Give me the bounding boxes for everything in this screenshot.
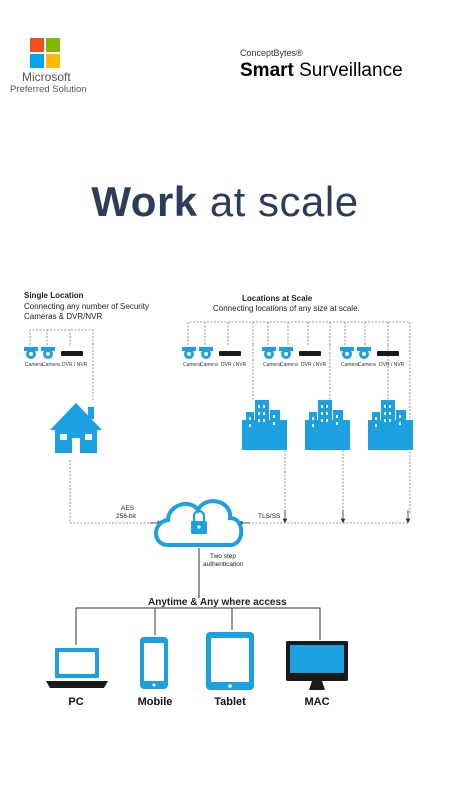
cloud-lock-icon — [154, 499, 244, 547]
laptop-icon — [46, 648, 108, 688]
camera-label: Camera — [25, 362, 43, 368]
title-rest: at scale — [197, 178, 359, 225]
aes-bits-label: 256-bit — [116, 513, 136, 520]
camera-label: Camera — [358, 362, 376, 368]
title-bold: Work — [91, 178, 198, 225]
camera-icon — [24, 347, 38, 359]
camera-icon — [41, 347, 55, 359]
brand-bold: Smart — [240, 60, 294, 81]
microsoft-logo-icon — [30, 38, 60, 68]
access-label: Anytime & Any where access — [148, 597, 287, 608]
dvr-nvr-label: DVR / NVR — [379, 362, 405, 368]
endpoint-label-pc: PC — [68, 696, 84, 708]
partner-subtitle: Preferred Solution — [10, 84, 87, 95]
dvr-nvr-label: DVR / NVR — [62, 362, 88, 368]
tablet-icon — [206, 632, 254, 690]
brand-rest: Surveillance — [293, 60, 403, 81]
house-icon — [50, 403, 102, 453]
building-icon — [305, 400, 350, 450]
camera-label: Camera — [183, 362, 201, 368]
camera-label: Camera — [42, 362, 60, 368]
camera-label: Camera — [341, 362, 359, 368]
building-icon — [368, 400, 413, 450]
partner-name: Microsoft — [22, 70, 71, 84]
access-connectors — [75, 607, 321, 645]
brand-product: Smart Surveillance — [240, 60, 403, 82]
mobile-phone-icon — [140, 637, 168, 689]
single-location-connectors — [29, 329, 160, 524]
endpoint-label-mac: MAC — [304, 696, 330, 708]
endpoint-label-tablet: Tablet — [214, 696, 246, 708]
building-icon — [242, 400, 287, 450]
dvr-nvr-label: DVR / NVR — [221, 362, 247, 368]
imac-icon — [286, 641, 348, 690]
camera-label: Camera — [200, 362, 218, 368]
scale-connectors — [187, 321, 411, 524]
brand-company: ConceptBytes® — [240, 48, 303, 58]
single-camera-icons — [24, 347, 83, 359]
aes-label: AES — [121, 505, 135, 512]
auth-label-line1: Two step — [210, 553, 237, 560]
single-location-title: Single Location — [24, 291, 84, 300]
tls-label: TLS/SS — [258, 513, 281, 520]
dvr-nvr-label: DVR / NVR — [301, 362, 327, 368]
page-title: Work at scale — [0, 178, 450, 226]
dvr-nvr-icon — [61, 351, 83, 356]
camera-label: Camera — [263, 362, 281, 368]
scale-title: Locations at Scale — [242, 294, 313, 303]
auth-label-line2: authentication — [203, 561, 244, 568]
single-location-desc-line2: Cameras & DVR/NVR — [24, 312, 103, 321]
endpoint-label-mobile: Mobile — [137, 696, 173, 708]
single-location-desc-line1: Connecting any number of Security — [24, 302, 149, 311]
scale-camera-icons — [182, 347, 399, 359]
camera-label: Camera — [280, 362, 298, 368]
scale-desc: Connecting locations of any size at scal… — [213, 304, 360, 313]
